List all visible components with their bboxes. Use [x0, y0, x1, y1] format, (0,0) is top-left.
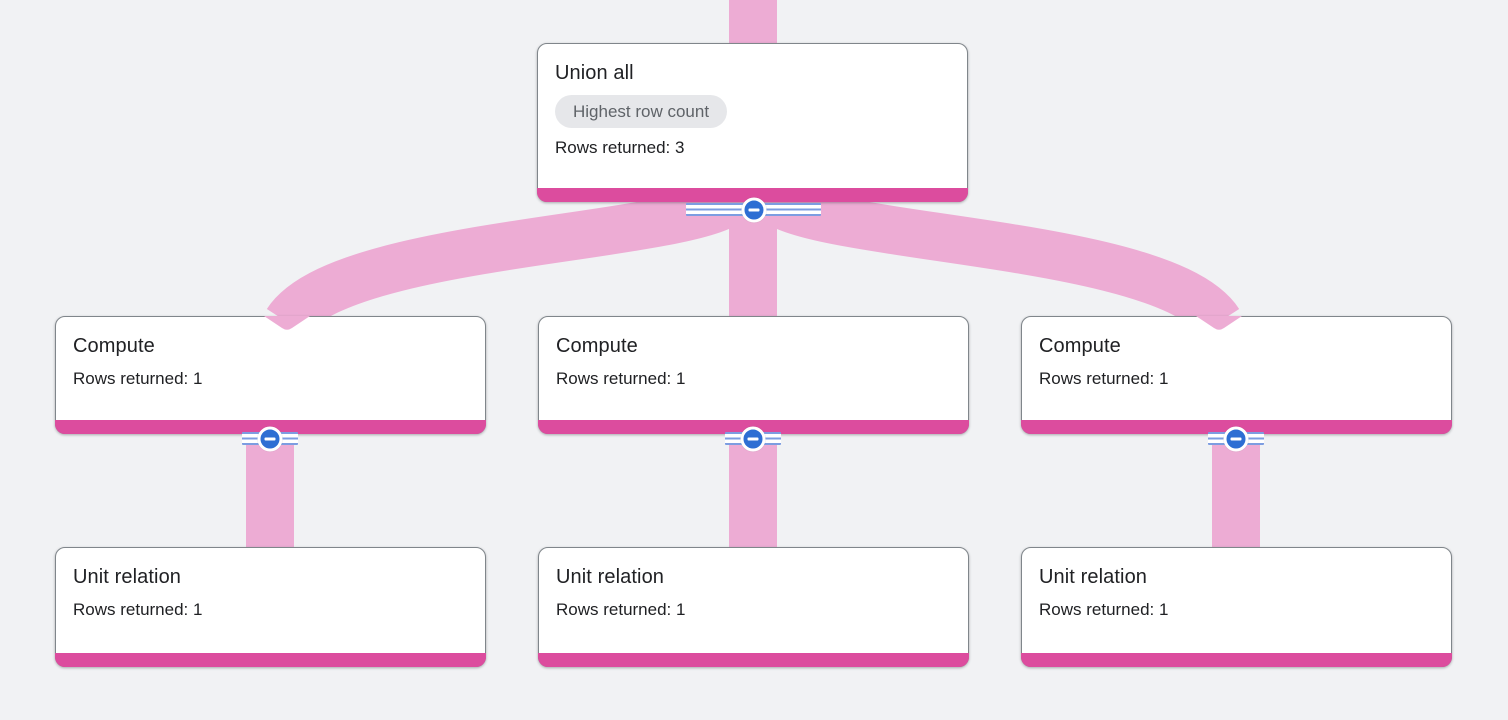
collapse-button-union-all[interactable] — [741, 197, 766, 222]
collapse-connector-compute-left — [242, 426, 298, 451]
graph-node-compute-left[interactable]: Compute Rows returned: 1 — [55, 316, 486, 434]
node-title: Compute — [1039, 335, 1121, 357]
node-title: Unit relation — [1039, 566, 1148, 588]
rows-returned-label: Rows returned: 1 — [73, 600, 203, 619]
rows-returned-label: Rows returned: 1 — [73, 369, 203, 388]
minus-icon — [748, 208, 759, 211]
highest-row-count-badge: Highest row count — [555, 95, 728, 128]
collapse-connector-union-all — [686, 197, 821, 222]
graph-node-compute-middle[interactable]: Compute Rows returned: 1 — [538, 316, 969, 434]
node-title: Compute — [556, 335, 638, 357]
node-title: Compute — [73, 335, 155, 357]
collapse-connector-compute-middle — [725, 426, 781, 451]
minus-icon — [747, 437, 759, 440]
graph-node-union-all[interactable]: Union all Highest row count Rows returne… — [537, 43, 968, 202]
rows-returned-label: Rows returned: 1 — [1039, 369, 1169, 388]
minus-icon — [1230, 437, 1242, 440]
rows-returned-label: Rows returned: 1 — [556, 369, 686, 388]
edge-union-all-to-compute-right — [754, 178, 1240, 338]
collapse-button-compute-left[interactable] — [257, 426, 283, 451]
node-title: Union all — [555, 62, 634, 84]
graph-node-unit-relation-left[interactable]: Unit relation Rows returned: 1 — [55, 547, 486, 667]
rows-returned-label: Rows returned: 1 — [556, 600, 686, 619]
graph-node-unit-relation-right[interactable]: Unit relation Rows returned: 1 — [1021, 547, 1452, 667]
edge-union-all-to-compute-left — [266, 178, 752, 338]
graph-node-compute-right[interactable]: Compute Rows returned: 1 — [1021, 316, 1452, 434]
node-accent-bar — [538, 653, 969, 667]
collapse-button-compute-right[interactable] — [1223, 426, 1249, 451]
minus-icon — [264, 437, 276, 440]
node-accent-bar — [55, 653, 486, 667]
node-accent-bar — [1021, 653, 1452, 667]
collapse-connector-compute-right — [1208, 426, 1264, 451]
collapse-button-compute-middle[interactable] — [740, 426, 766, 451]
node-accent-bar — [537, 188, 968, 202]
node-title: Unit relation — [73, 566, 182, 588]
graph-node-unit-relation-middle[interactable]: Unit relation Rows returned: 1 — [538, 547, 969, 667]
node-title: Unit relation — [556, 566, 665, 588]
rows-returned-label: Rows returned: 3 — [555, 138, 685, 157]
rows-returned-label: Rows returned: 1 — [1039, 600, 1169, 619]
